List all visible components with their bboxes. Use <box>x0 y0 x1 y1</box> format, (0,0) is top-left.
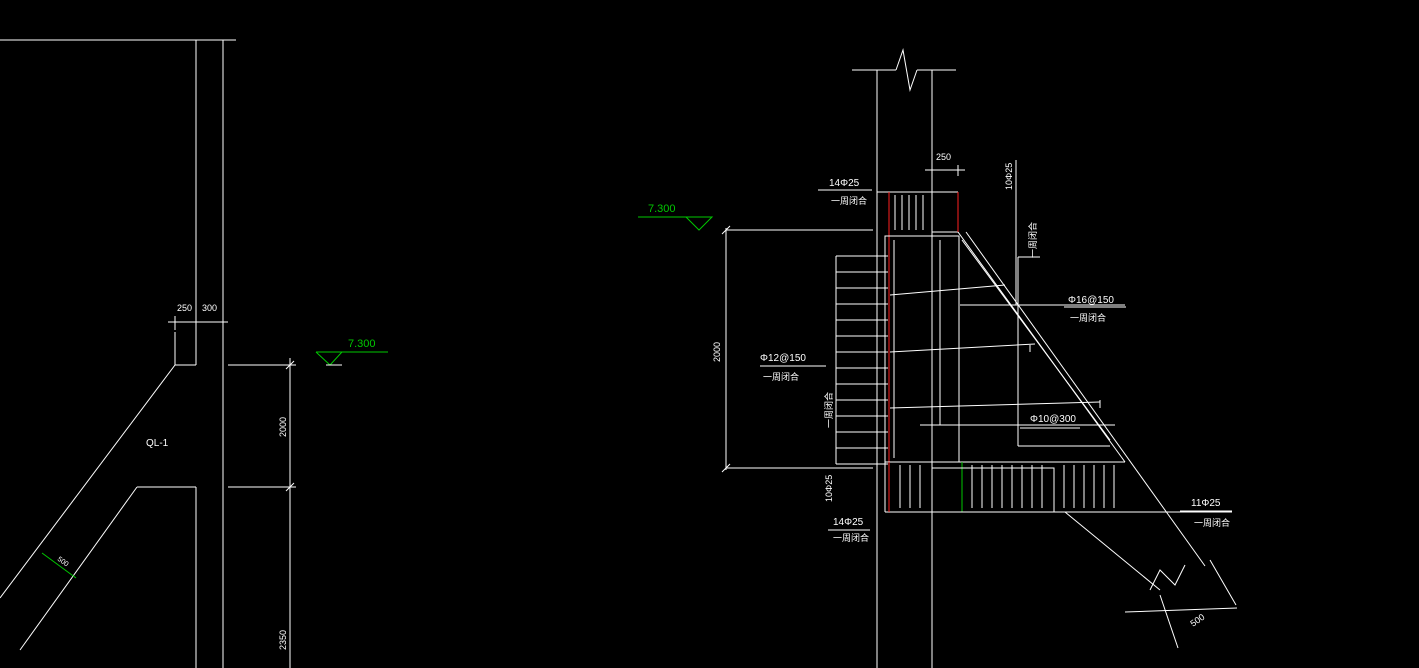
top-bars-label: 14Φ25 <box>829 178 860 189</box>
left-elevation-label: 7.300 <box>348 338 376 350</box>
right-dim-2000: 2000 <box>712 342 722 362</box>
left-dim-2350: 2350 <box>278 630 288 650</box>
right-dim-500: 500 <box>1188 612 1206 629</box>
bottom-bars-note: 一周闭合 <box>833 532 869 543</box>
bottom-bars-label: 14Φ25 <box>833 517 864 528</box>
left-dim-2000: 2000 <box>278 417 288 437</box>
right-dim-250: 250 <box>936 152 951 162</box>
left-bottom-bars-label: 10Φ25 <box>824 475 834 502</box>
stirrup-12-note: 一周闭合 <box>763 371 799 382</box>
left-dim-diagonal: 500 <box>56 556 70 568</box>
stirrup-12-label: Φ12@150 <box>760 353 806 364</box>
left-dim-250: 250 <box>177 303 192 313</box>
right-elevation-label: 7.300 <box>648 203 676 215</box>
diag-bars-note: 一周闭合 <box>1194 517 1230 528</box>
side-top-bars-label: 10Φ25 <box>1004 163 1014 190</box>
right-detail-view <box>638 48 1238 668</box>
left-section-view <box>0 39 388 668</box>
diag-bars-label: 11Φ25 <box>1191 498 1221 509</box>
stirrup-10-label: Φ10@300 <box>1030 414 1076 425</box>
top-bars-note: 一周闭合 <box>831 195 867 206</box>
vertical-note: 一周闭合 <box>823 392 834 428</box>
side-top-bars-note: 一周闭合 <box>1027 222 1038 258</box>
stirrup-16-note: 一周闭合 <box>1070 312 1106 323</box>
left-dim-300: 300 <box>202 303 217 313</box>
left-beam-label: QL-1 <box>146 438 169 449</box>
stirrup-16-label: Φ16@150 <box>1068 295 1114 306</box>
